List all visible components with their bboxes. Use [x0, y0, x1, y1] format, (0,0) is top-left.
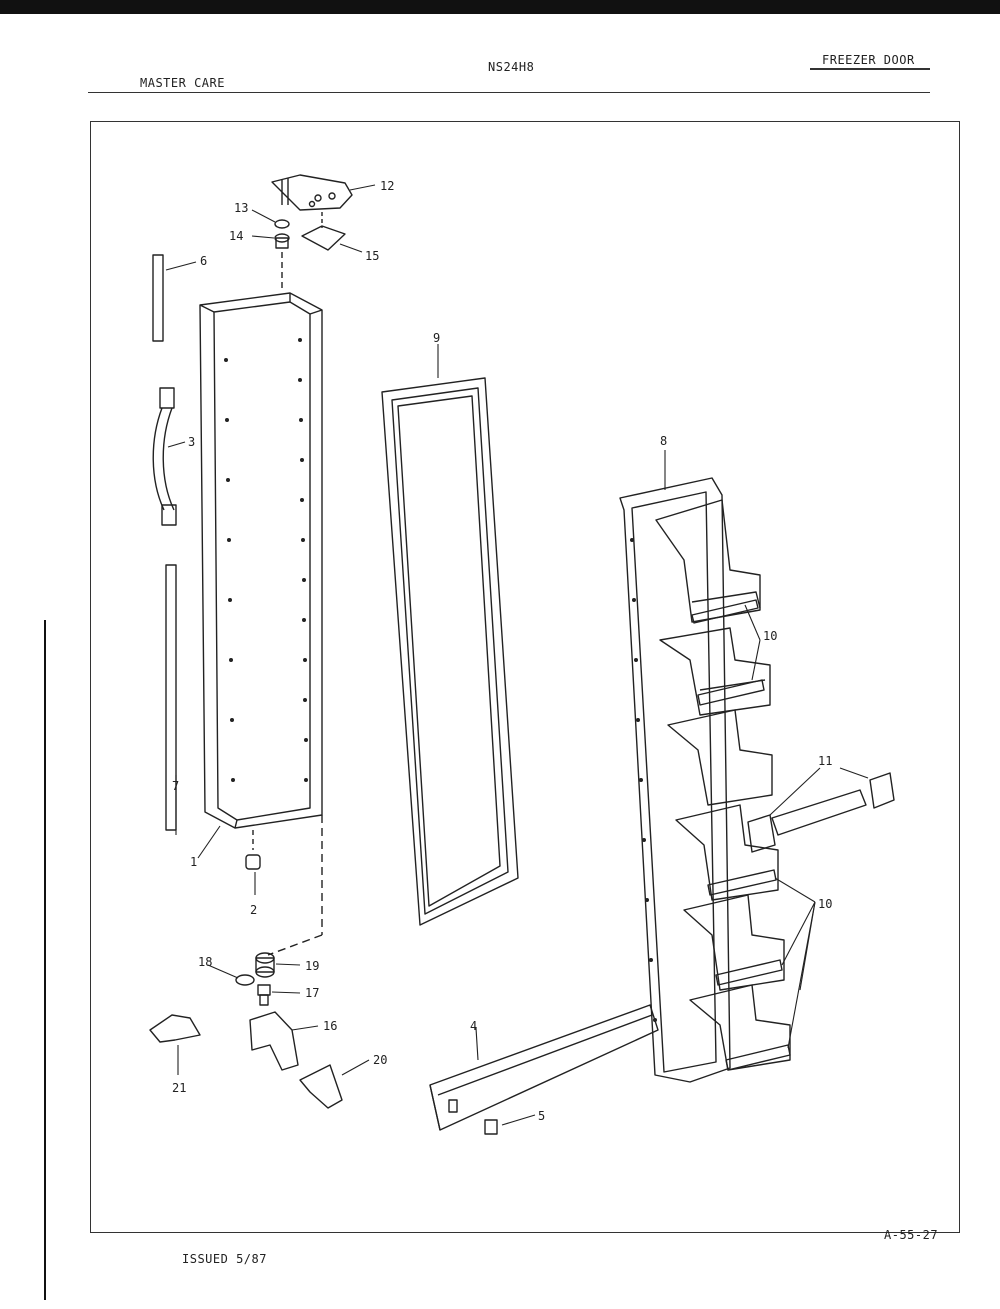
callout-9: 9 [433, 331, 440, 345]
callout-3: 3 [188, 435, 195, 449]
callout-20: 20 [373, 1053, 387, 1067]
door-liner-part [619, 477, 791, 1083]
trim-clip-part [484, 1119, 498, 1135]
bushing-part [245, 854, 261, 870]
callout-7: 7 [172, 779, 179, 793]
callout-1: 1 [190, 855, 197, 869]
bushing-top-part [274, 233, 290, 290]
door-gasket-part [381, 377, 519, 926]
brand-label: MASTER CARE [140, 76, 225, 90]
bottom-hinge-part [249, 1011, 299, 1071]
callout-17: 17 [305, 986, 319, 1000]
callout-8: 8 [660, 434, 667, 448]
bottom-trim-part [429, 1004, 659, 1131]
callout-6: 6 [200, 254, 207, 268]
callout-18: 18 [198, 955, 212, 969]
page-code: A-55-27 [884, 1228, 939, 1242]
callout-15: 15 [365, 249, 379, 263]
top-handle-trim-part [152, 254, 164, 342]
callout-16: 16 [323, 1019, 337, 1033]
door-panel-part [199, 292, 323, 829]
hinge-shim-part [301, 225, 346, 251]
top-edge-bar [0, 0, 1000, 14]
callout-10b: 10 [818, 897, 832, 911]
left-edge-line [44, 620, 46, 1300]
callout-19: 19 [305, 959, 319, 973]
washer-bottom-part [235, 974, 255, 986]
callout-21: 21 [172, 1081, 186, 1095]
diagram-frame [90, 121, 960, 1233]
callout-2: 2 [250, 903, 257, 917]
lower-handle-trim-part [165, 564, 177, 831]
washer-top-part [274, 219, 290, 229]
callout-10a: 10 [763, 629, 777, 643]
detached-bar-part [747, 772, 895, 853]
section-title: FREEZER DOOR [822, 53, 915, 67]
cam-part [255, 952, 275, 978]
callout-5: 5 [538, 1109, 545, 1123]
top-hinge-part [271, 174, 353, 211]
hinge-pin-part [257, 984, 271, 1006]
callout-12: 12 [380, 179, 394, 193]
hinge-plate-part [299, 1064, 343, 1109]
callout-4: 4 [470, 1019, 477, 1033]
door-liner-holes [630, 538, 657, 1022]
callout-14: 14 [229, 229, 243, 243]
leader-lines [165, 184, 869, 1126]
hinge-bracket-part [149, 1014, 201, 1043]
handle-part [152, 387, 177, 526]
header-rule [88, 92, 930, 93]
issued-date: ISSUED 5/87 [182, 1252, 267, 1266]
callout-13: 13 [234, 201, 248, 215]
header-rule-right [810, 68, 930, 70]
model-number: NS24H8 [488, 60, 535, 74]
callout-11: 11 [818, 754, 832, 768]
door-panel-holes [224, 338, 308, 782]
